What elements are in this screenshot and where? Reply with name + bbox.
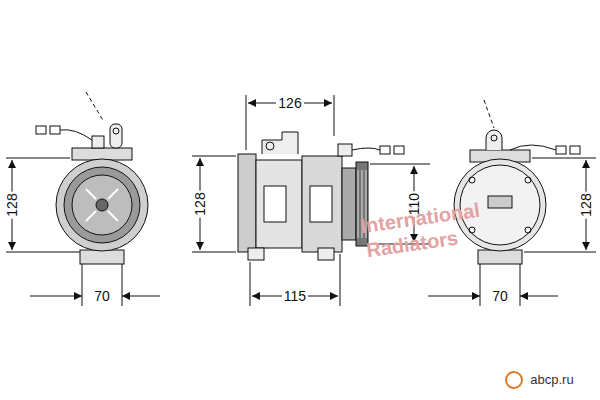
dimension: 70	[92, 288, 112, 304]
dimension: 70	[490, 288, 510, 304]
logo-text: abcp.ru	[528, 372, 575, 388]
logo-ring	[506, 372, 522, 388]
dimension: 126	[276, 95, 303, 111]
dimension: 115	[282, 288, 308, 304]
dimension: 128	[578, 191, 594, 218]
dimension: 128	[192, 190, 208, 217]
front-view	[6, 92, 160, 306]
dimension: 128	[4, 191, 20, 218]
side-view	[192, 95, 430, 306]
